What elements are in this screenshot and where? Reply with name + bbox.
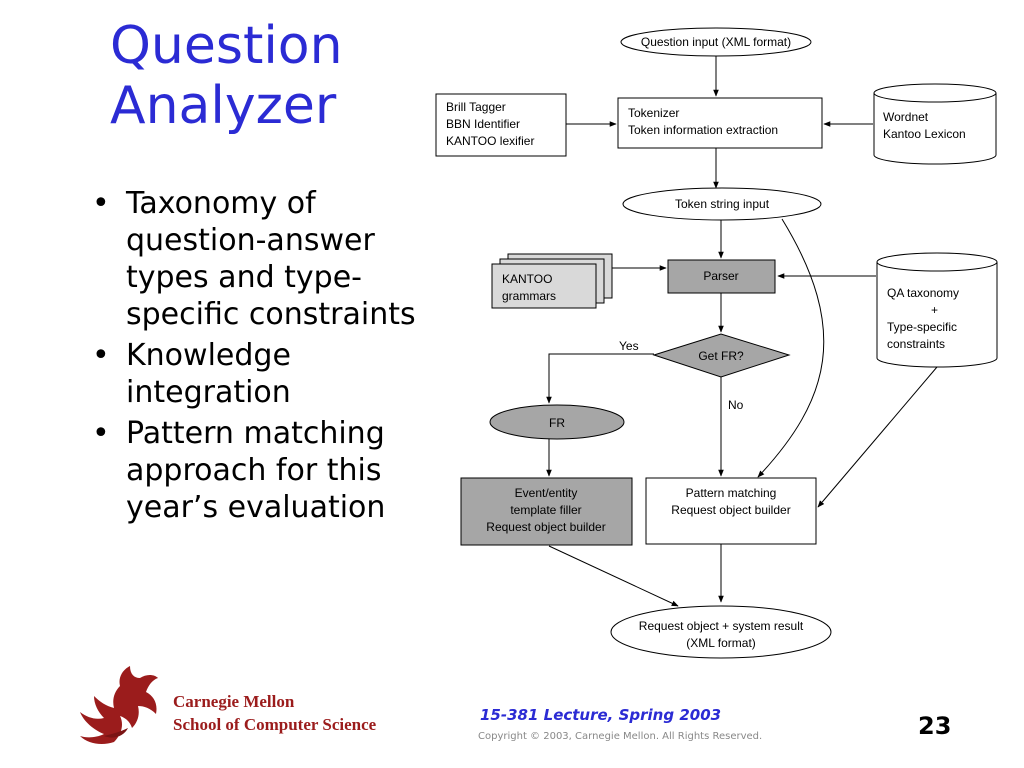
fr-node: FR xyxy=(489,404,625,440)
decision-label: Get FR? xyxy=(698,349,744,363)
grammars-line-1: KANTOO xyxy=(502,272,552,286)
grammars-line-2: grammars xyxy=(502,289,556,303)
connectors xyxy=(546,56,938,607)
parser-label: Parser xyxy=(703,269,738,283)
bullet-item: Pattern matching approach for this year’… xyxy=(88,415,423,526)
slide-title: Question Analyzer xyxy=(110,16,343,136)
tools-node: Brill Tagger BBN Identifier KANTOO lexif… xyxy=(435,93,567,157)
event-filler-node: Event/entity template filler Request obj… xyxy=(460,477,633,546)
token-string-node: Token string input xyxy=(622,187,822,221)
fr-label: FR xyxy=(549,416,565,430)
lexicon-line-2: Kantoo Lexicon xyxy=(883,127,966,141)
arrow-taxonomy-pattern xyxy=(817,366,938,508)
org-line-1: Carnegie Mellon xyxy=(173,692,295,711)
event-filler-line-1: Event/entity xyxy=(515,486,578,500)
tokenizer-line-2: Token information extraction xyxy=(628,123,778,137)
title-line-2: Analyzer xyxy=(110,76,337,136)
parser-node: Parser xyxy=(667,259,776,294)
event-filler-line-3: Request object builder xyxy=(486,520,605,534)
arrow-decision-fr xyxy=(546,353,654,404)
result-node: Request object + system result (XML form… xyxy=(610,605,832,659)
copyright-notice: Copyright © 2003, Carnegie Mellon. All R… xyxy=(478,731,763,742)
tools-line-3: KANTOO lexifier xyxy=(446,134,534,148)
no-label: No xyxy=(728,398,744,412)
lexicon-node: Wordnet Kantoo Lexicon xyxy=(873,83,997,165)
bullet-list: Taxonomy of question-answer types and ty… xyxy=(88,185,423,530)
pattern-line-2: Request object builder xyxy=(671,503,790,517)
bullet-item: Taxonomy of question-answer types and ty… xyxy=(88,185,423,333)
griffin-logo-icon xyxy=(80,666,158,744)
grammars-node: KANTOO grammars xyxy=(491,253,613,309)
result-line-1: Request object + system result xyxy=(639,619,804,633)
taxonomy-line-4: constraints xyxy=(887,337,945,351)
result-line-2: (XML format) xyxy=(686,636,756,650)
tools-line-1: Brill Tagger xyxy=(446,100,506,114)
taxonomy-line-2: + xyxy=(931,303,938,317)
page-number: 23 xyxy=(918,712,952,740)
decision-node: Get FR? xyxy=(652,333,791,378)
question-input-label: Question input (XML format) xyxy=(641,35,791,49)
tokenizer-line-1: Tokenizer xyxy=(628,106,679,120)
taxonomy-line-3: Type-specific xyxy=(887,320,957,334)
event-filler-line-2: template filler xyxy=(510,503,581,517)
org-name: Carnegie Mellon School of Computer Scien… xyxy=(173,690,376,736)
tokenizer-node: Tokenizer Token information extraction xyxy=(617,97,823,149)
title-line-1: Question xyxy=(110,16,343,76)
org-line-2: School of Computer Science xyxy=(173,715,377,734)
pattern-line-1: Pattern matching xyxy=(686,486,777,500)
yes-label: Yes xyxy=(619,339,639,353)
taxonomy-node: QA taxonomy + Type-specific constraints xyxy=(876,252,998,368)
taxonomy-line-1: QA taxonomy xyxy=(887,286,959,300)
arrow-tokenstring-pattern xyxy=(757,218,825,478)
token-string-label: Token string input xyxy=(675,197,770,211)
question-input-node: Question input (XML format) xyxy=(620,27,812,57)
arrow-event-result xyxy=(548,545,679,607)
bullet-item: Knowledge integration xyxy=(88,337,423,411)
tools-line-2: BBN Identifier xyxy=(446,117,520,131)
lexicon-line-1: Wordnet xyxy=(883,110,929,124)
lecture-label: 15-381 Lecture, Spring 2003 xyxy=(480,706,722,724)
pattern-matching-node: Pattern matching Request object builder xyxy=(645,477,817,545)
